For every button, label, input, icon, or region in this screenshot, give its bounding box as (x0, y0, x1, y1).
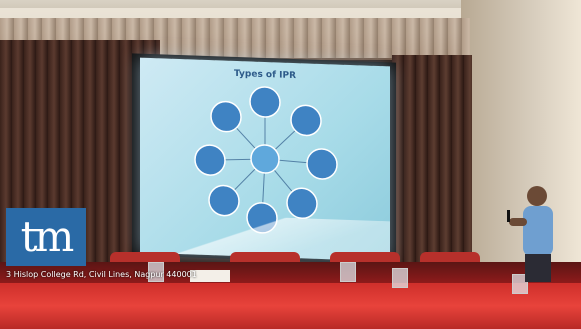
logo-text: tm (20, 212, 75, 261)
slide-title: Types of IPR (233, 68, 297, 82)
diagram-node (210, 100, 242, 133)
address-line: 3 Hislop College Rd, Civil Lines, Nagpur… (6, 270, 197, 279)
speaker-person (507, 186, 553, 282)
right-curtain (392, 55, 472, 275)
water-glass (148, 262, 164, 282)
diagram-node (290, 104, 322, 137)
water-glass (512, 274, 528, 294)
paper (190, 270, 230, 282)
diagram-node (208, 184, 240, 217)
brand-logo: tm (6, 208, 86, 266)
diagram-node (249, 86, 281, 118)
diagram-center-node (250, 144, 280, 174)
ipr-diagram (194, 86, 338, 234)
projection-screen: Types of IPR (140, 57, 390, 262)
diagram-node (286, 187, 318, 220)
diagram-node (194, 144, 226, 176)
diagram-node (306, 148, 338, 180)
water-glass (340, 262, 356, 282)
water-glass (392, 268, 408, 288)
red-tablecloth (0, 283, 581, 329)
ceiling-beam (0, 8, 581, 18)
location-stamp: 3 Hislop College Rd, Civil Lines, Nagpur… (6, 270, 256, 280)
